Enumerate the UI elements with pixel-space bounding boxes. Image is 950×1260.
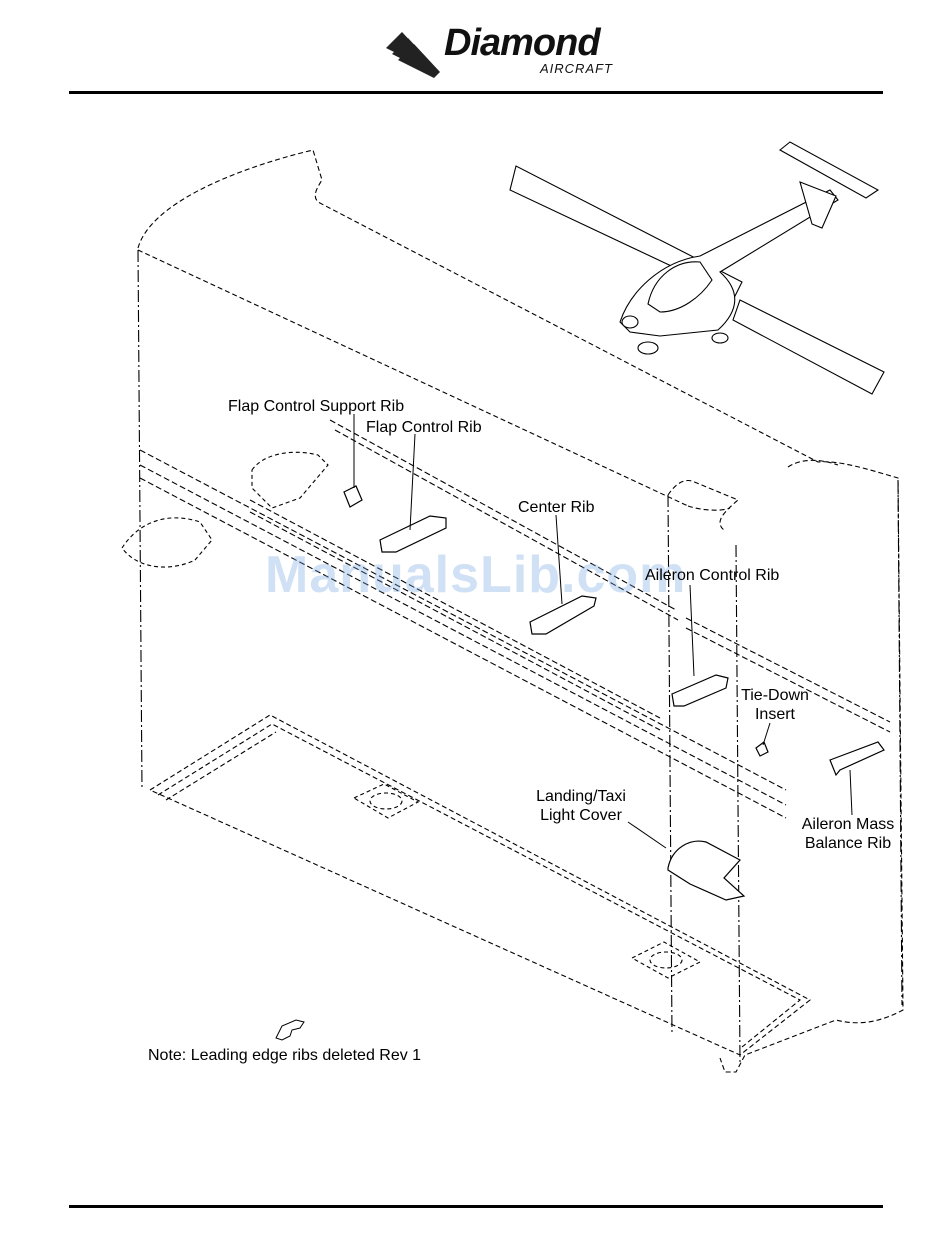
callout-aileron-mass-balance-rib: Aileron Mass Balance Rib	[796, 815, 900, 853]
aircraft-inset	[510, 142, 884, 394]
callout-aileron-control-rib: Aileron Control Rib	[645, 566, 779, 585]
callout-tie-down-line1: Tie-Down	[738, 686, 812, 705]
aileron-mass-balance-rib	[830, 742, 884, 775]
pointing-hand-icon	[276, 1020, 304, 1040]
callout-tie-down-line2: Insert	[738, 705, 812, 724]
watermark: ManualsLib.com	[265, 545, 686, 605]
callout-landing-light-cover: Landing/Taxi Light Cover	[529, 787, 633, 825]
aileron-control-rib	[672, 675, 728, 706]
callout-flap-control-rib: Flap Control Rib	[366, 418, 482, 437]
flap-control-support-rib	[344, 486, 362, 507]
callout-landing-light-line2: Light Cover	[529, 806, 633, 825]
callout-aileron-mass-line2: Balance Rib	[796, 834, 900, 853]
callout-center-rib: Center Rib	[518, 498, 594, 517]
footer-rule	[69, 1205, 883, 1208]
wing-upper-outline	[138, 150, 903, 1072]
callout-aileron-mass-line1: Aileron Mass	[796, 815, 900, 834]
revision-note: Note: Leading edge ribs deleted Rev 1	[148, 1047, 421, 1065]
landing-light-cover	[668, 841, 744, 900]
callout-flap-control-support-rib: Flap Control Support Rib	[228, 397, 404, 416]
callout-landing-light-line1: Landing/Taxi	[529, 787, 633, 806]
tie-down-insert	[756, 742, 768, 756]
callout-tie-down-insert: Tie-Down Insert	[738, 686, 812, 724]
